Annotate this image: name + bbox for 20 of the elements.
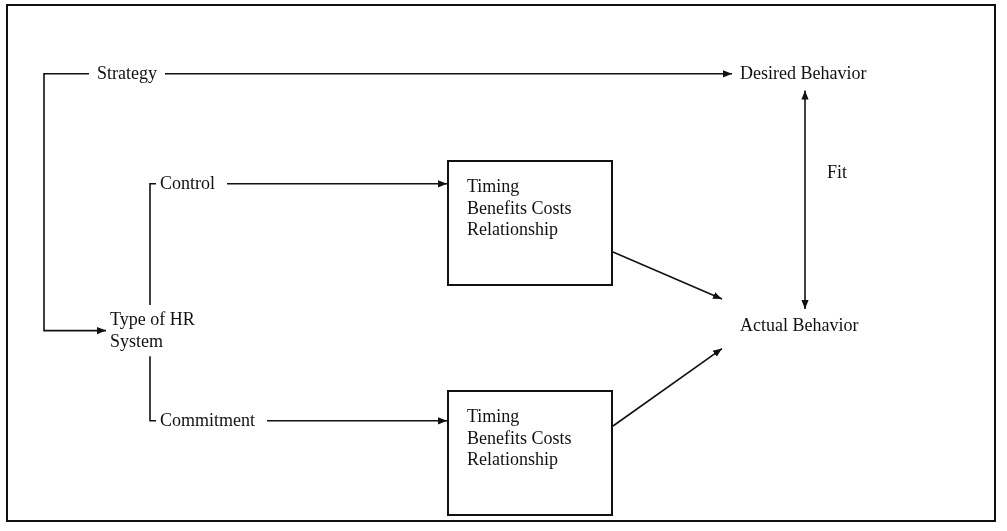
node-label: Desired Behavior	[740, 63, 867, 85]
factor-list: Timing Benefits Costs Relationship	[467, 406, 579, 471]
node-label: Actual Behavior	[740, 315, 859, 337]
arrow	[612, 347, 723, 427]
node-label: Commitment	[160, 410, 255, 432]
node-label: Control	[160, 173, 215, 195]
arrow	[43, 73, 107, 335]
factor-box	[447, 160, 613, 286]
arrow	[164, 70, 733, 78]
arrow	[801, 89, 809, 310]
arrow	[612, 251, 723, 300]
node-label: Strategy	[97, 63, 157, 85]
edge-label: Fit	[827, 161, 847, 183]
factor-list: Timing Benefits Costs Relationship	[467, 176, 579, 241]
node-label: Type of HR System	[110, 309, 196, 353]
connector-line	[149, 355, 157, 422]
connector-line	[149, 183, 157, 306]
arrow	[266, 417, 448, 425]
arrow	[226, 180, 448, 188]
factor-box	[447, 390, 613, 516]
